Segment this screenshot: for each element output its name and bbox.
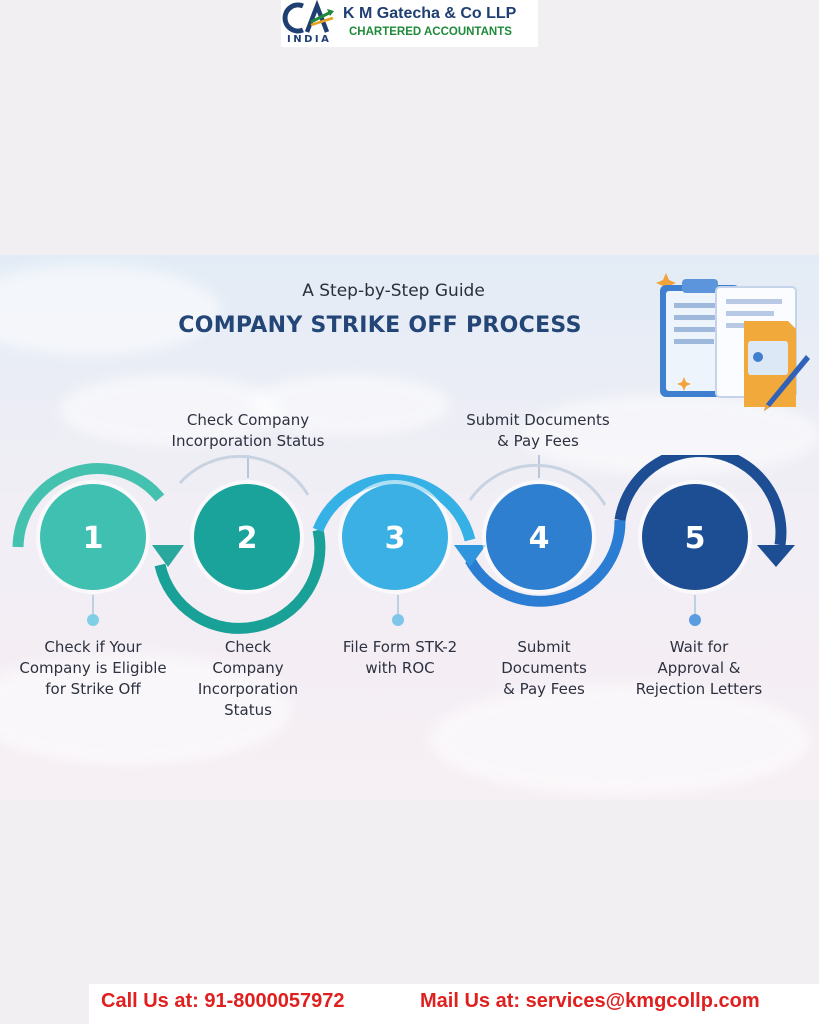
firm-subtitle: CHARTERED ACCOUNTANTS [349, 26, 512, 38]
step-5-node: 5 [638, 480, 752, 594]
step-5-number: 5 [685, 521, 706, 556]
arrow-1-head [152, 545, 184, 567]
arrow-5-head [757, 545, 795, 567]
call-us-text[interactable]: Call Us at: 91-8000057972 [101, 990, 345, 1012]
step-1-dot [87, 614, 99, 626]
arc-2 [154, 528, 326, 634]
arc-3 [312, 473, 476, 542]
guide-subtitle: A Step-by-Step Guide [302, 281, 485, 301]
step-3-number: 3 [385, 521, 406, 556]
step-4-number: 4 [529, 521, 550, 556]
ca-logo-icon [282, 0, 334, 34]
firm-logo: INDIA K M Gatecha & Co LLP CHARTERED ACC… [281, 0, 538, 47]
step-2-number: 2 [237, 521, 258, 556]
mail-us-text[interactable]: Mail Us at: services@kmgcollp.com [420, 990, 760, 1012]
arrow-3-head [454, 545, 486, 567]
process-flow-diagram: 1 2 3 4 5 [12, 455, 795, 634]
arc-5 [614, 455, 787, 546]
arc-1 [12, 463, 165, 548]
infographic-panel: A Step-by-Step Guide COMPANY STRIKE OFF … [0, 255, 819, 800]
firm-name: K M Gatecha & Co LLP [343, 5, 517, 22]
logo-india-text: INDIA [287, 34, 332, 45]
guide-title: COMPANY STRIKE OFF PROCESS [178, 313, 582, 338]
step-5-dot [689, 614, 701, 626]
step-4-top-label: Submit Documents& Pay Fees [466, 411, 610, 450]
contact-bar: Call Us at: 91-8000057972 Mail Us at: se… [89, 984, 819, 1024]
step-3-node: 3 [338, 480, 452, 594]
step-4-node: 4 [482, 480, 596, 594]
step-1-node: 1 [36, 480, 150, 594]
arc-4 [465, 519, 626, 607]
document-clipboard-icon [656, 273, 810, 411]
step-2-node: 2 [190, 480, 304, 594]
step-1-number: 1 [83, 521, 104, 556]
step-3-dot [392, 614, 404, 626]
